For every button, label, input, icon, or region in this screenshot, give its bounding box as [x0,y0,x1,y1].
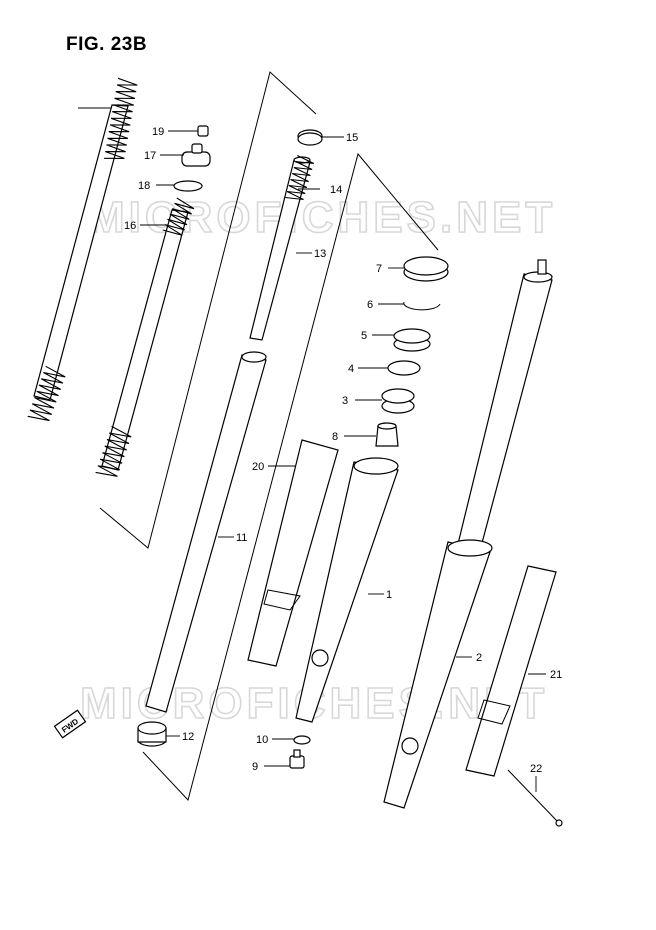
figure-title: FIG. 23B [66,34,148,55]
inner-tube [145,351,267,713]
callout-5: 5 [361,330,367,342]
callout-17: 17 [144,150,156,162]
gasket-washer [293,735,311,745]
callout-7: 7 [376,263,382,275]
dust-seal [403,256,449,282]
callout-18: 18 [138,180,150,192]
stop-ring [403,301,441,311]
pin [507,769,563,827]
o-ring [173,180,203,192]
fork-cap [181,143,211,167]
adjuster-bolt [197,125,209,137]
callout-15: 15 [346,132,358,144]
inner-tube-right [455,259,553,559]
outer-tube-right [383,539,493,809]
callout-21: 21 [550,669,562,681]
fork-spring-short [95,197,195,477]
callout-12: 12 [182,731,194,743]
callout-6: 6 [367,299,373,311]
callout-20: 20 [252,461,264,473]
outer-tube-left [295,457,399,723]
callout-2: 2 [476,652,482,664]
callout-22: 22 [530,763,542,775]
fork-cover-right [465,565,557,777]
callout-11: 11 [236,532,247,544]
damper-rod [249,155,315,341]
callout-leaders [140,130,546,792]
forward-direction-badge: FWD [53,709,87,739]
damper-bolt [289,749,305,769]
oil-seal [393,328,431,352]
callout-10: 10 [256,734,268,746]
slide-bushing [137,721,167,747]
fork-spring-long [27,77,138,422]
watermark-top: MICROFICHES.NET [88,193,556,242]
callout-19: 19 [152,126,164,138]
callout-8: 8 [332,431,338,443]
callout-4: 4 [348,363,354,375]
callout-3: 3 [342,395,348,407]
seal-washer [387,360,421,376]
assembly-bracket-inner [142,152,439,802]
guide-bushing [381,388,415,414]
callout-16: 16 [124,220,136,232]
assembly-bracket-left [99,71,317,549]
oil-lock-piece [375,422,399,447]
callout-9: 9 [252,761,258,773]
callout-1: 1 [386,589,392,601]
fork-cover-left [247,439,339,667]
callout-14: 14 [330,184,342,196]
callout-13: 13 [314,248,326,260]
